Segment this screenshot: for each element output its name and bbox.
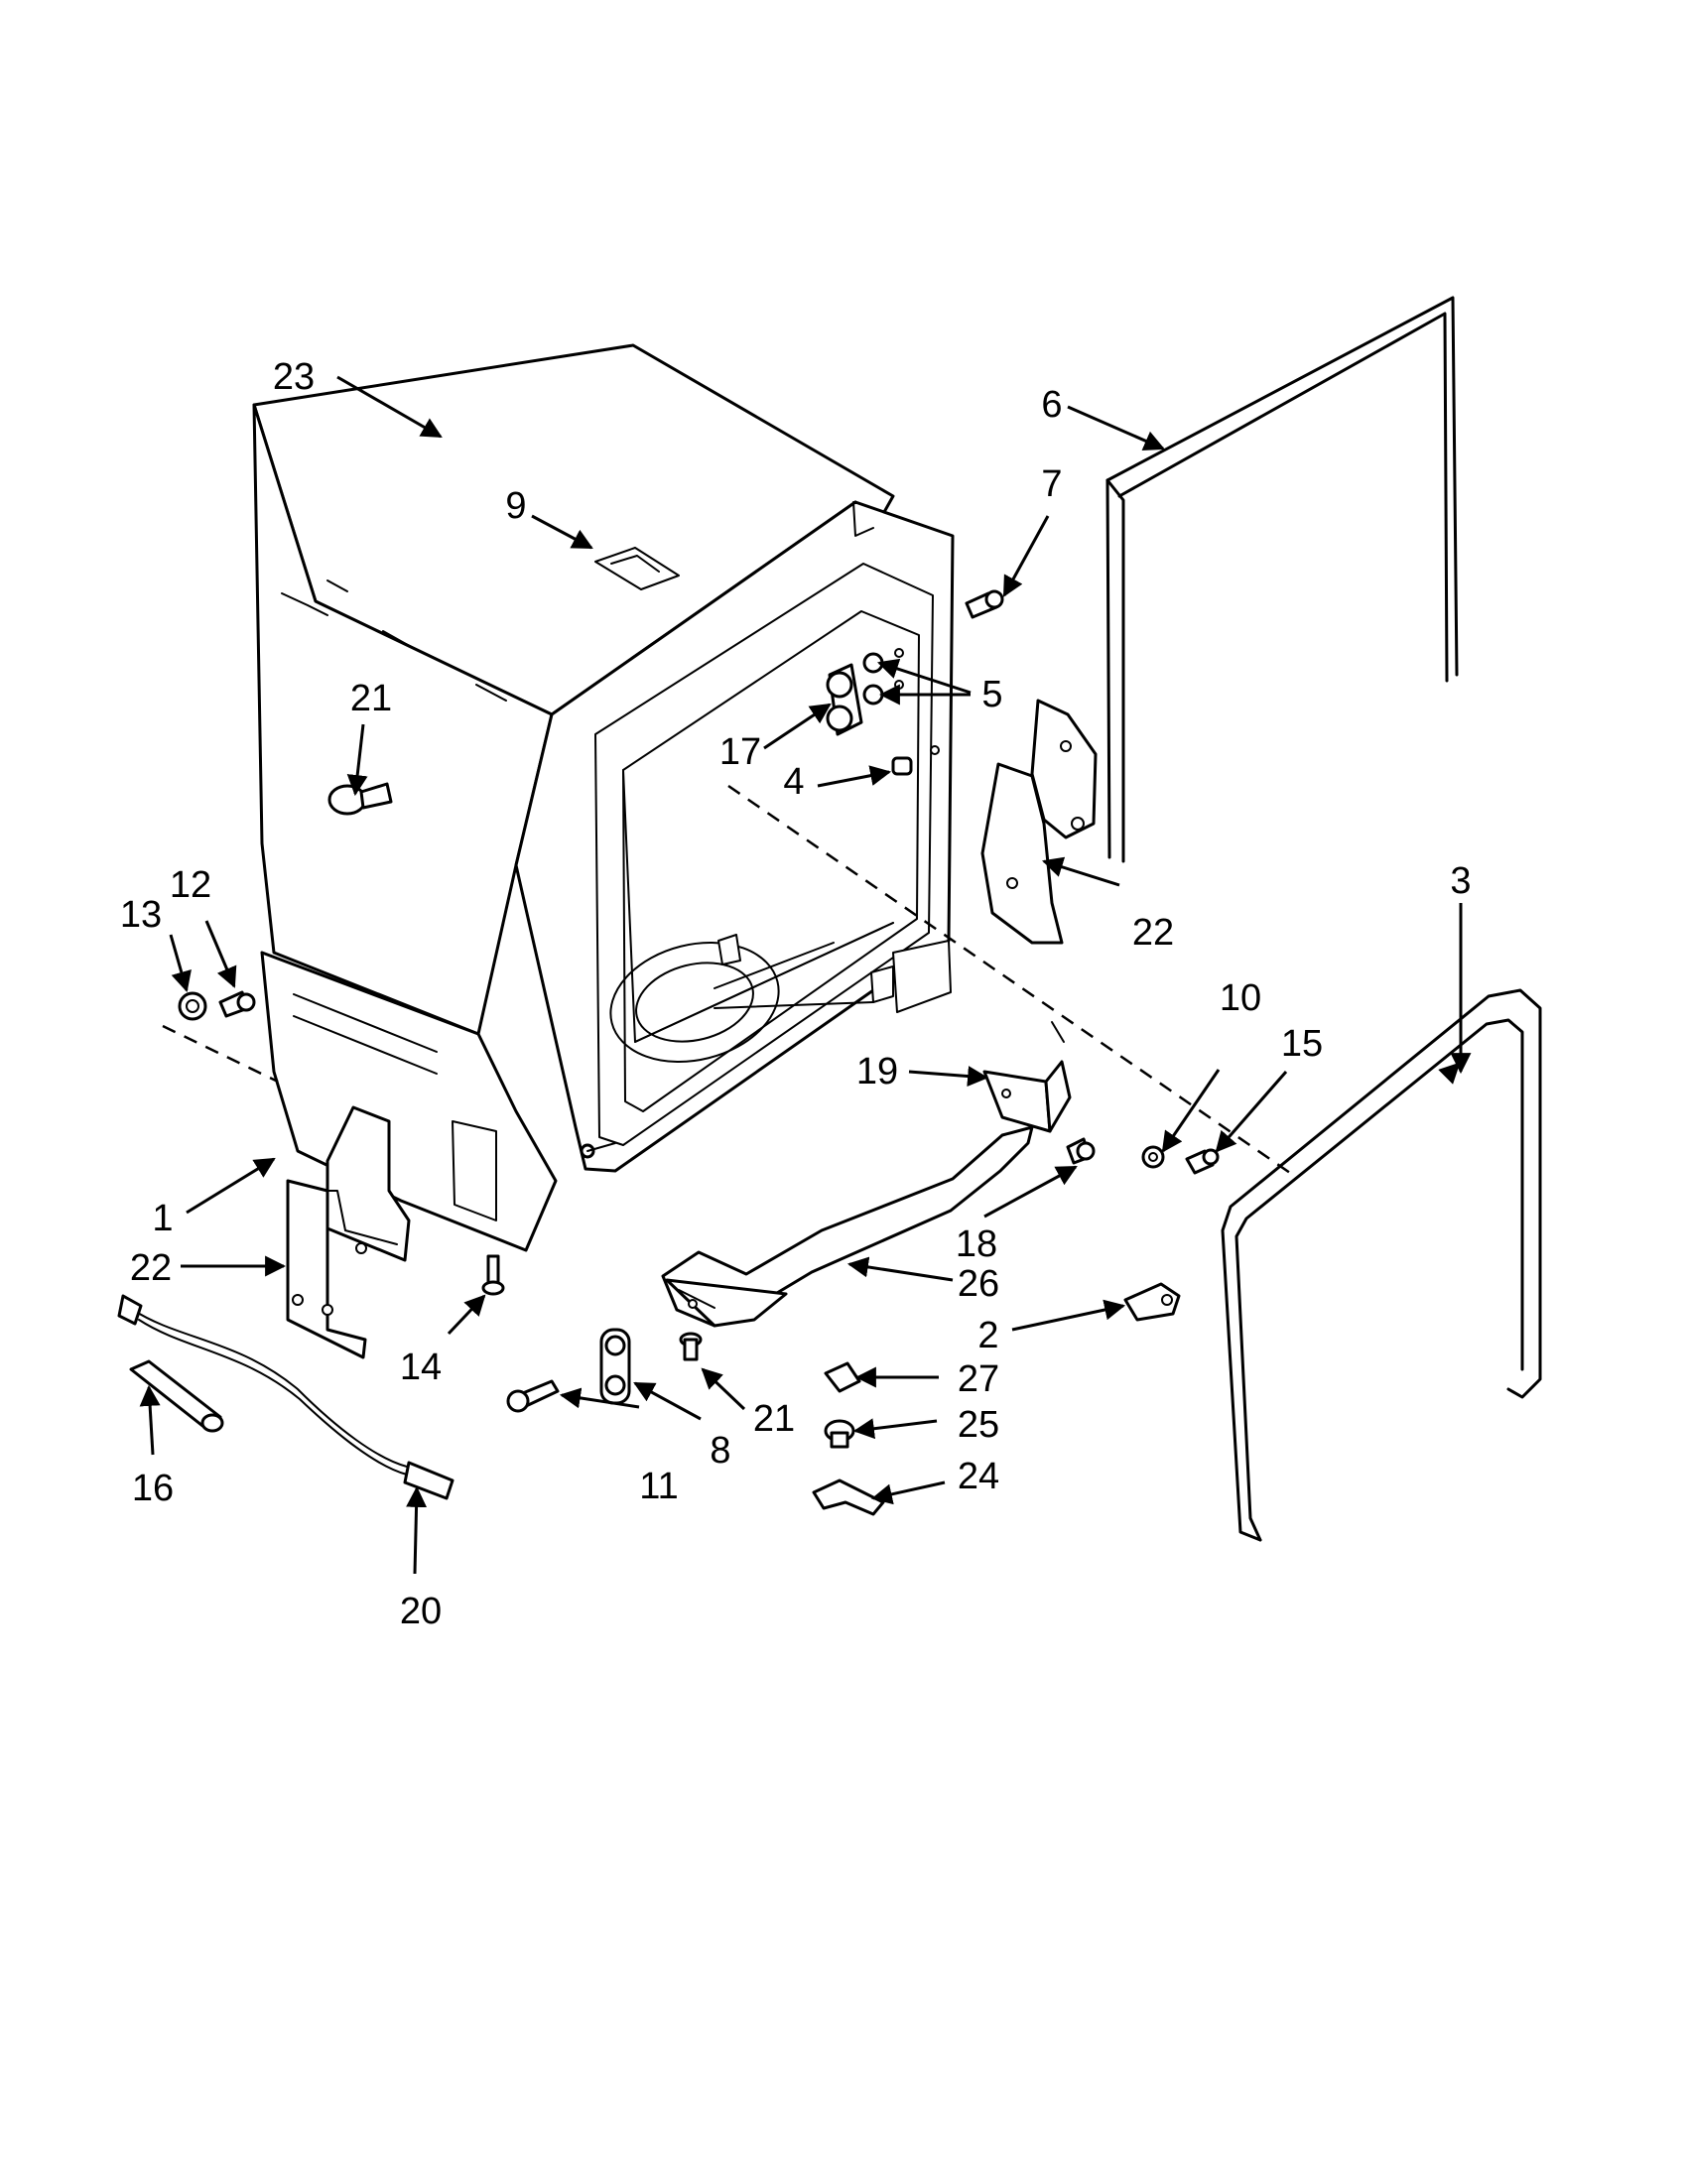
toe-panel xyxy=(661,1125,1034,1328)
callout-24: 24 xyxy=(958,1456,999,1497)
insulation-16 xyxy=(129,1359,224,1433)
callout-18: 18 xyxy=(956,1223,997,1265)
screw-18 xyxy=(1066,1137,1096,1165)
nut-10 xyxy=(1141,1145,1165,1169)
callout-12: 12 xyxy=(170,864,211,906)
alignment-line-left xyxy=(162,1024,279,1084)
roller-17 xyxy=(826,663,863,736)
screw-7 xyxy=(965,589,1004,619)
screw-12 xyxy=(218,990,256,1018)
foot-14 xyxy=(481,1254,505,1296)
callout-19: 19 xyxy=(856,1051,898,1092)
mounting-bracket xyxy=(982,1021,1072,1133)
clip-27 xyxy=(824,1361,861,1393)
callout-9: 9 xyxy=(505,485,526,527)
callout-4: 4 xyxy=(783,761,804,803)
wire-harness-20 xyxy=(117,1294,454,1500)
callouts: 23 9 21 6 7 5 17 4 22 3 10 15 19 18 26 2… xyxy=(120,356,1472,1632)
callout-2: 2 xyxy=(977,1315,998,1356)
thermostat-25 xyxy=(824,1419,855,1449)
door-gasket xyxy=(1221,988,1542,1542)
callout-17: 17 xyxy=(719,731,761,773)
callout-21-upper: 21 xyxy=(350,678,392,719)
bracket-24 xyxy=(812,1478,885,1516)
callout-5: 5 xyxy=(981,674,1002,715)
door-seal-side xyxy=(1105,296,1459,863)
callout-25: 25 xyxy=(958,1404,999,1446)
callout-10: 10 xyxy=(1220,977,1261,1019)
callout-23: 23 xyxy=(273,356,315,398)
callout-16: 16 xyxy=(132,1468,174,1509)
callout-22-upper: 22 xyxy=(1132,912,1174,954)
callout-7: 7 xyxy=(1041,463,1062,505)
roller-8 xyxy=(599,1328,631,1405)
alignment-line-right xyxy=(727,784,1291,1175)
clip-2 xyxy=(1123,1282,1181,1322)
callout-22-lower: 22 xyxy=(130,1247,172,1289)
callout-27: 27 xyxy=(958,1358,999,1400)
foot-21-lower xyxy=(679,1332,703,1361)
plug-4 xyxy=(891,745,940,776)
callout-8: 8 xyxy=(710,1430,730,1472)
callout-13: 13 xyxy=(120,894,162,936)
hinge-bracket-left xyxy=(286,1105,411,1359)
callout-1: 1 xyxy=(152,1198,173,1239)
callout-26: 26 xyxy=(958,1263,999,1305)
callout-11: 11 xyxy=(639,1466,678,1507)
callout-21-lower: 21 xyxy=(753,1398,795,1440)
leaders xyxy=(139,375,1472,1575)
hinge-bracket-right xyxy=(980,699,1098,945)
callout-14: 14 xyxy=(400,1347,442,1388)
callout-20: 20 xyxy=(400,1591,442,1632)
callout-6: 6 xyxy=(1041,384,1062,426)
bolt-11 xyxy=(506,1379,560,1413)
nut-13 xyxy=(178,991,207,1021)
callout-3: 3 xyxy=(1450,860,1471,902)
screw-15 xyxy=(1185,1148,1220,1175)
callout-15: 15 xyxy=(1281,1023,1323,1065)
